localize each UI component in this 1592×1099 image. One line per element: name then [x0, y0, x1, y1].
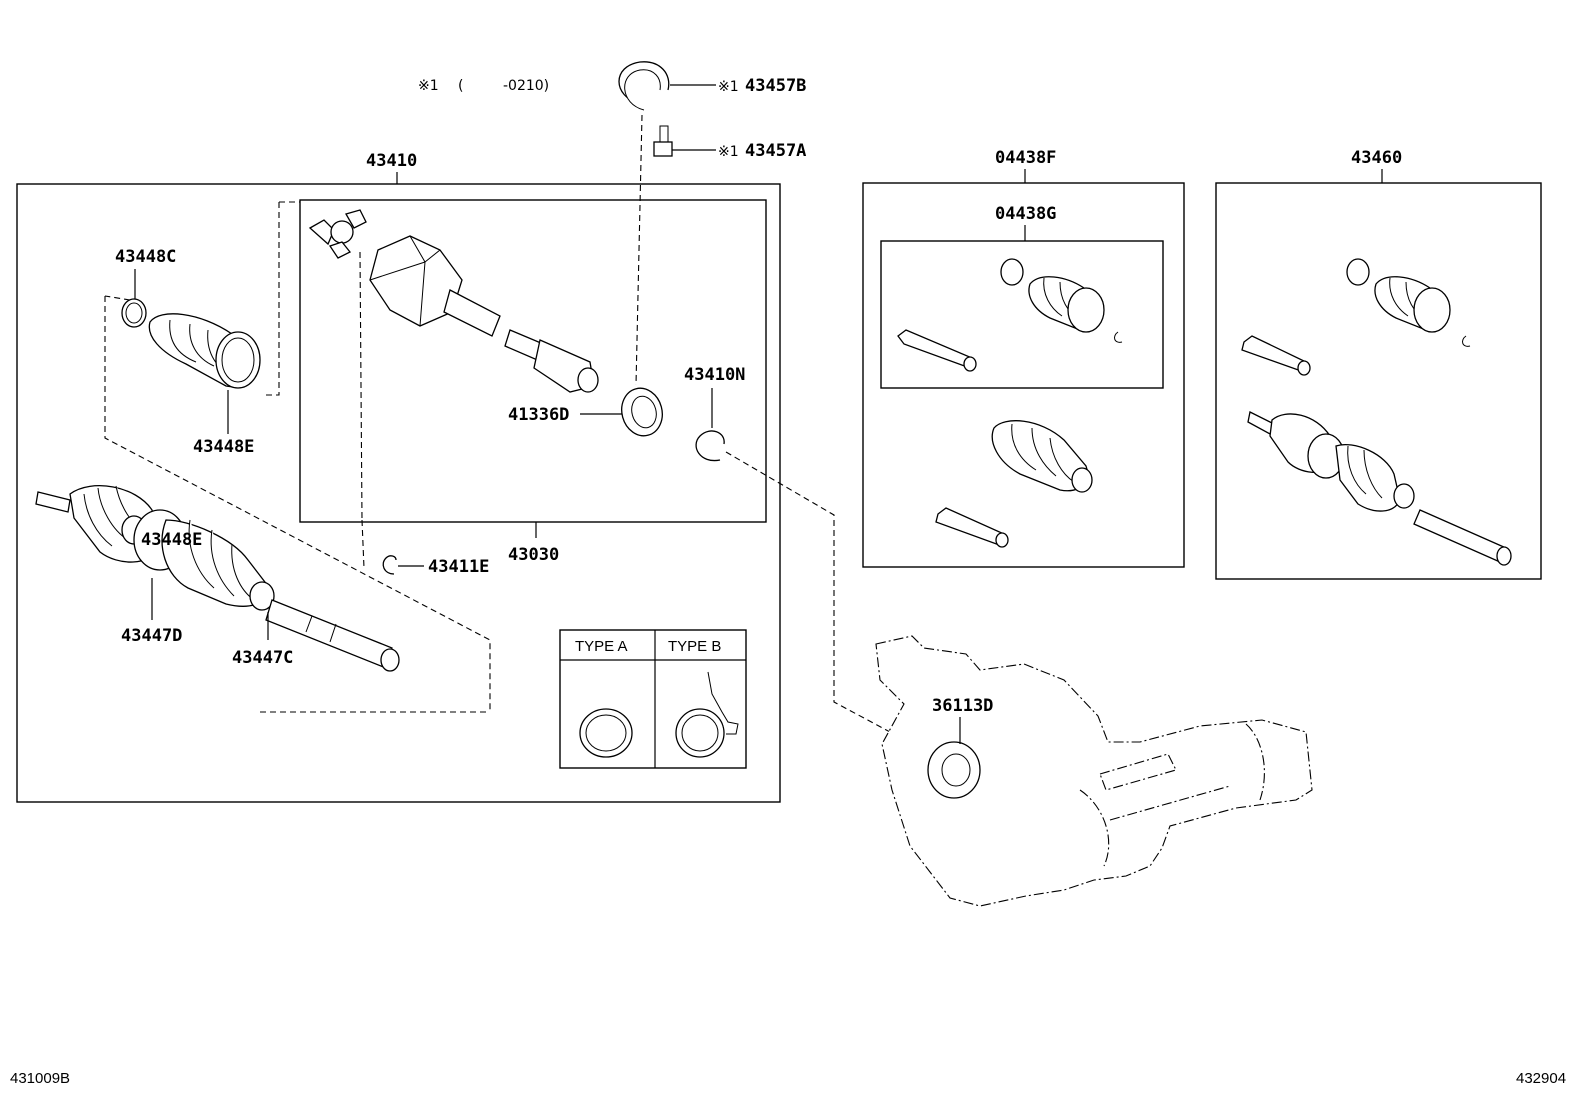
footer-left-code: 431009B — [10, 1070, 70, 1087]
differential-housing-drawing — [875, 635, 1313, 907]
label-43410[interactable]: 43410 — [366, 151, 417, 171]
label-43448c[interactable]: 43448C — [115, 247, 176, 267]
label-04438f[interactable]: 04438F — [995, 148, 1056, 168]
tripod-joint-drawing — [308, 209, 367, 259]
boot-kit-g-parts-drawing — [897, 258, 1123, 372]
assembly-43410-box — [16, 183, 781, 803]
boot-kit-04438f-box — [862, 182, 1185, 568]
assembly-43030-box — [299, 199, 767, 523]
note-range-value: -0210) — [503, 78, 549, 94]
boot-kit-04438g-box — [880, 240, 1164, 389]
label-43447c[interactable]: 43447C — [232, 648, 293, 668]
label-43411e[interactable]: 43411E — [428, 557, 489, 577]
boot-kit-f-parts-drawing — [935, 420, 1093, 548]
label-43457b[interactable]: 43457B — [745, 76, 806, 96]
label-43448e-mid[interactable]: 43448E — [141, 530, 202, 550]
note-symbol: ※1 — [418, 78, 439, 94]
snap-ring-43457b-drawing — [618, 61, 670, 111]
bolt-43457a-drawing — [653, 125, 673, 157]
clamp-type-table — [559, 629, 747, 769]
footer-right-code: 432904 — [1516, 1070, 1566, 1087]
label-43460[interactable]: 43460 — [1351, 148, 1402, 168]
boot-43448-drawing — [148, 313, 261, 389]
assembly-43460-box — [1215, 182, 1542, 580]
label-43448e-top[interactable]: 43448E — [193, 437, 254, 457]
marker-43457a: ※1 — [718, 144, 739, 160]
inner-joint-shaft-drawing — [369, 235, 599, 393]
label-43457a[interactable]: 43457A — [745, 141, 806, 161]
type-b-label: TYPE B — [668, 638, 721, 655]
label-04438g[interactable]: 04438G — [995, 204, 1056, 224]
type-a-label: TYPE A — [575, 638, 628, 655]
seal-36113d-drawing — [927, 741, 981, 799]
oil-seal-41336d-drawing — [621, 387, 663, 437]
label-41336d[interactable]: 41336D — [508, 405, 569, 425]
boot-clamp-43448c-drawing — [121, 298, 147, 328]
label-36113d[interactable]: 36113D — [932, 696, 993, 716]
label-43030[interactable]: 43030 — [508, 545, 559, 565]
note-range-open: ( — [458, 78, 463, 94]
marker-43457b: ※1 — [718, 79, 739, 95]
label-43410n[interactable]: 43410N — [684, 365, 745, 385]
drive-shaft-assembly-drawing — [35, 485, 400, 672]
snap-ring-43410n-drawing — [695, 430, 725, 462]
snap-ring-43411e-drawing — [382, 555, 397, 575]
label-43447d[interactable]: 43447D — [121, 626, 182, 646]
assembly-43460-parts-drawing — [1241, 258, 1512, 566]
